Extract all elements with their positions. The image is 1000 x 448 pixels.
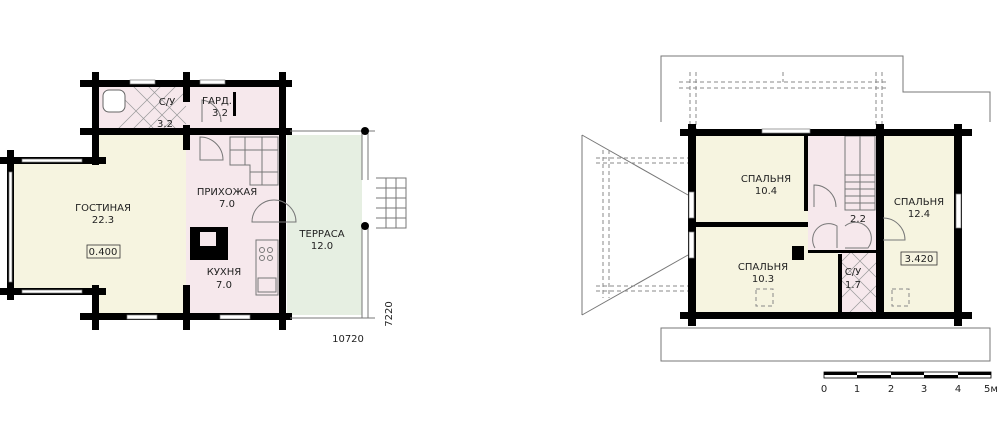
level-mark: 0.400 — [89, 247, 118, 258]
room-area: 3.2 — [157, 119, 173, 130]
kitchen-counter — [255, 239, 279, 296]
door-swing — [813, 184, 837, 208]
ground-floor-outline — [679, 72, 888, 132]
room-area: 7.0 — [216, 280, 232, 291]
room-name: СПАЛЬНЯ — [741, 174, 791, 185]
room-area: 12.0 — [311, 241, 333, 252]
living-bay — [14, 160, 96, 290]
room-area: 2.2 — [850, 214, 866, 225]
room-name: СПАЛЬНЯ — [738, 262, 788, 273]
scale-label: 4 — [955, 384, 961, 395]
room-name: ГОСТИНАЯ — [75, 203, 131, 214]
scale-label: 2 — [888, 384, 894, 395]
ground-floor-plan: С/У 3.2 ГАРД. 3.2 ГОСТИНАЯ 22.3 ПРИХОЖАЯ… — [0, 72, 407, 345]
bath-fill — [841, 252, 878, 312]
roof-hatch — [891, 288, 910, 307]
room-area: 12.4 — [908, 209, 930, 220]
scale-label: 5м — [984, 384, 998, 395]
terrace-post — [361, 222, 369, 230]
window — [688, 231, 695, 259]
window — [126, 314, 158, 320]
bedroom-fill — [882, 136, 956, 312]
staircase — [844, 135, 876, 211]
roof-hatch — [755, 288, 774, 307]
door-swing — [844, 221, 872, 249]
terrace-post — [361, 127, 369, 135]
room-area: 22.3 — [92, 215, 114, 226]
entrance-steps — [376, 177, 407, 229]
room-name: КУХНЯ — [207, 267, 242, 278]
bathtub-icon — [102, 89, 126, 113]
scale-label: 1 — [854, 384, 860, 395]
staircase — [229, 136, 279, 186]
terrace-outline — [596, 150, 688, 298]
wardrobe-rail — [233, 92, 236, 116]
level-mark-box — [900, 251, 938, 266]
scale-bar: 0 1 2 3 4 5м — [821, 371, 998, 395]
room-name: С/У — [845, 267, 861, 278]
chimney — [792, 246, 804, 260]
window — [955, 193, 962, 229]
door-swing — [882, 217, 906, 241]
bath-tiles — [840, 251, 879, 313]
window — [199, 79, 226, 85]
dimension-depth: 7220 — [384, 301, 395, 326]
terrace — [287, 135, 362, 315]
room-area: 10.4 — [755, 186, 777, 197]
window — [21, 158, 83, 163]
terrace-roof — [581, 134, 689, 316]
door-swing — [199, 136, 224, 161]
room-name: ТЕРРАСА — [298, 229, 344, 240]
hall-fill — [808, 136, 880, 252]
room-name: ПРИХОЖАЯ — [197, 187, 257, 198]
door-swing — [812, 223, 838, 249]
roof-overhang-top — [660, 55, 991, 122]
roof-overhang-bottom — [660, 327, 991, 362]
room-area: 3.2 — [212, 108, 228, 119]
scale-label: 3 — [921, 384, 927, 395]
door-swing — [251, 199, 297, 223]
room-area: 1.7 — [845, 280, 861, 291]
door-swing — [201, 99, 222, 123]
sink-icon — [257, 277, 277, 293]
dimension-width: 10720 — [332, 334, 364, 345]
window — [688, 191, 695, 219]
room-area: 7.0 — [219, 199, 235, 210]
window — [8, 171, 13, 283]
hall-kitchen-room — [186, 132, 282, 317]
upper-floor-plan: СПАЛЬНЯ 10.4 СПАЛЬНЯ 10.3 СПАЛЬНЯ 12.4 С… — [581, 55, 991, 362]
living-room — [96, 132, 186, 317]
room-name: ГАРД. — [202, 96, 232, 107]
window — [129, 79, 156, 85]
level-mark: 3.420 — [905, 254, 934, 265]
room-name: СПАЛЬНЯ — [894, 197, 944, 208]
level-mark-box — [86, 244, 121, 259]
terrace-railing — [290, 130, 375, 319]
room-area: 10.3 — [752, 274, 774, 285]
window — [219, 314, 251, 320]
window — [21, 289, 83, 294]
window — [761, 128, 811, 134]
scale-label: 0 — [821, 384, 827, 395]
room-name: С/У — [159, 97, 175, 108]
